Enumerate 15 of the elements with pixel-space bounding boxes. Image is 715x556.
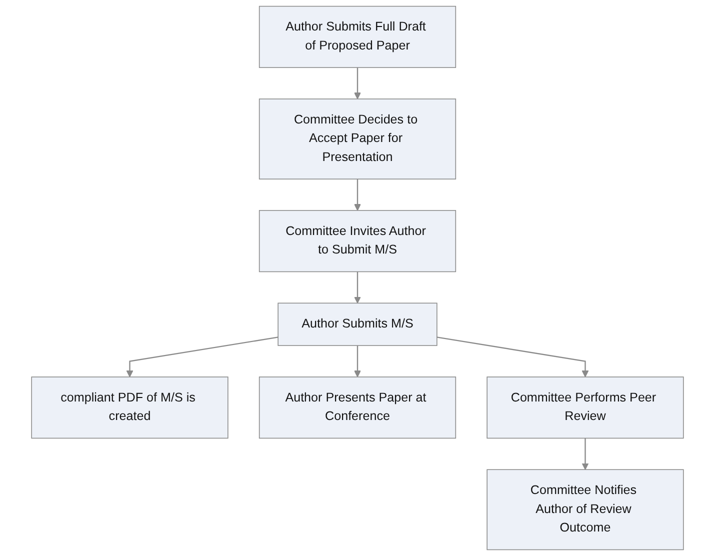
node-box: Author Submits M/S: [278, 302, 438, 346]
arrow: [354, 346, 361, 378]
node-box: Committee Decides to Accept Paper for Presentation: [258, 98, 456, 180]
arrow: [436, 336, 589, 378]
arrow: [354, 68, 361, 100]
node-box: Committee Invites Author to Submit M/S: [258, 210, 456, 272]
node-box: Committee Notifies Author of Review Outcome: [486, 469, 684, 550]
arrow: [582, 438, 589, 470]
node-box: Committee Performs Peer Review: [486, 376, 684, 439]
arrow: [354, 179, 361, 211]
arrow: [126, 336, 278, 378]
node-box: compliant PDF of M/S is created: [31, 376, 228, 439]
arrow: [354, 272, 361, 304]
node-box: Author Presents Paper at Conference: [258, 376, 456, 439]
node-box: Author Submits Full Draft of Proposed Paper: [258, 6, 456, 68]
